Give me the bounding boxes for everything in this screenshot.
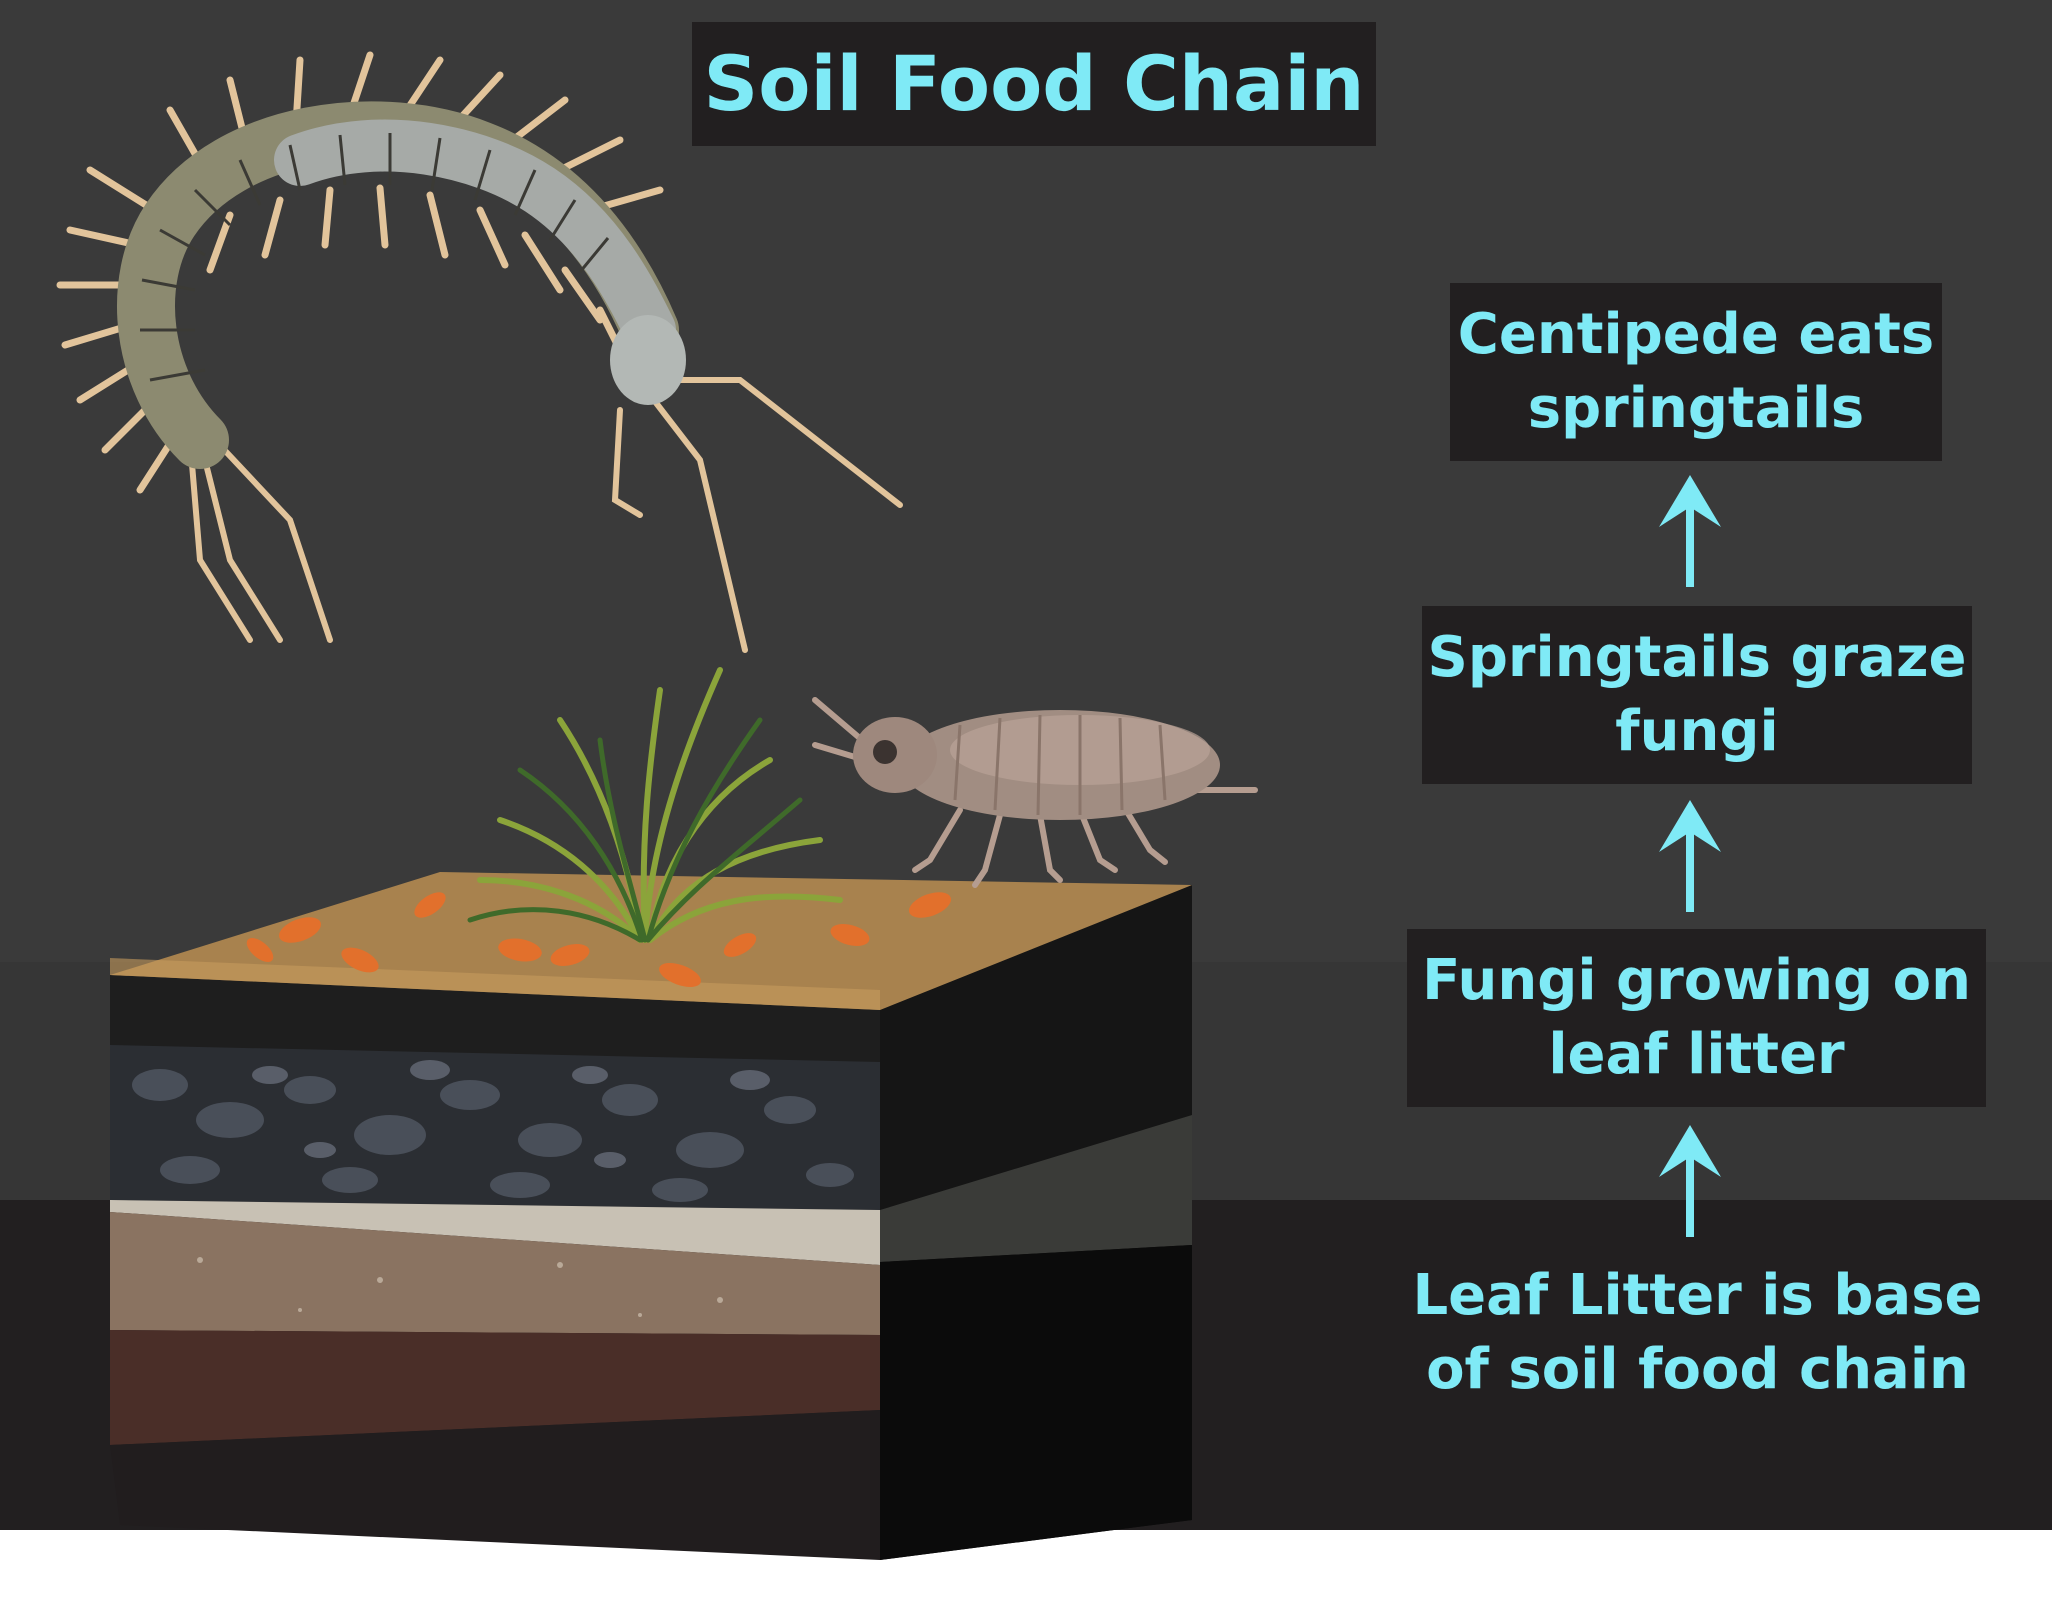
grass-tuft-illustration bbox=[467, 667, 843, 943]
diagram-title: Soil Food Chain bbox=[692, 22, 1376, 146]
chain-step-fungi-line2: leaf litter bbox=[1548, 1022, 1845, 1087]
chain-step-centipede-line1: Centipede eats bbox=[1457, 302, 1935, 368]
chain-step-centipede: Centipede eats springtails bbox=[1450, 283, 1942, 461]
chain-step-leaf-line2: of soil food chain bbox=[1426, 1337, 1969, 1402]
background-bottom-margin bbox=[0, 1530, 2052, 1612]
chain-step-centipede-line2: springtails bbox=[1527, 376, 1865, 441]
chain-step-fungi-line1: Fungi growing on bbox=[1422, 948, 1971, 1014]
chain-step-fungi: Fungi growing on leaf litter bbox=[1407, 929, 1986, 1107]
centipede-illustration bbox=[56, 51, 903, 653]
up-arrow-icon bbox=[1659, 1125, 1721, 1237]
chain-step-leaf-litter: Leaf Litter is base of soil food chain bbox=[1410, 1235, 1985, 1431]
chain-step-springtails-line2: fungi bbox=[1615, 699, 1779, 764]
springtail-illustration bbox=[812, 697, 1258, 888]
diagram-title-text: Soil Food Chain bbox=[703, 38, 1365, 128]
soil-block-illustration bbox=[110, 872, 1192, 1560]
chain-step-leaf-line1: Leaf Litter is base bbox=[1412, 1263, 1983, 1329]
chain-step-springtails-line1: Springtails graze bbox=[1427, 625, 1967, 691]
up-arrow-icon bbox=[1659, 800, 1721, 912]
chain-step-springtails: Springtails graze fungi bbox=[1422, 606, 1972, 784]
up-arrow-icon bbox=[1659, 475, 1721, 587]
